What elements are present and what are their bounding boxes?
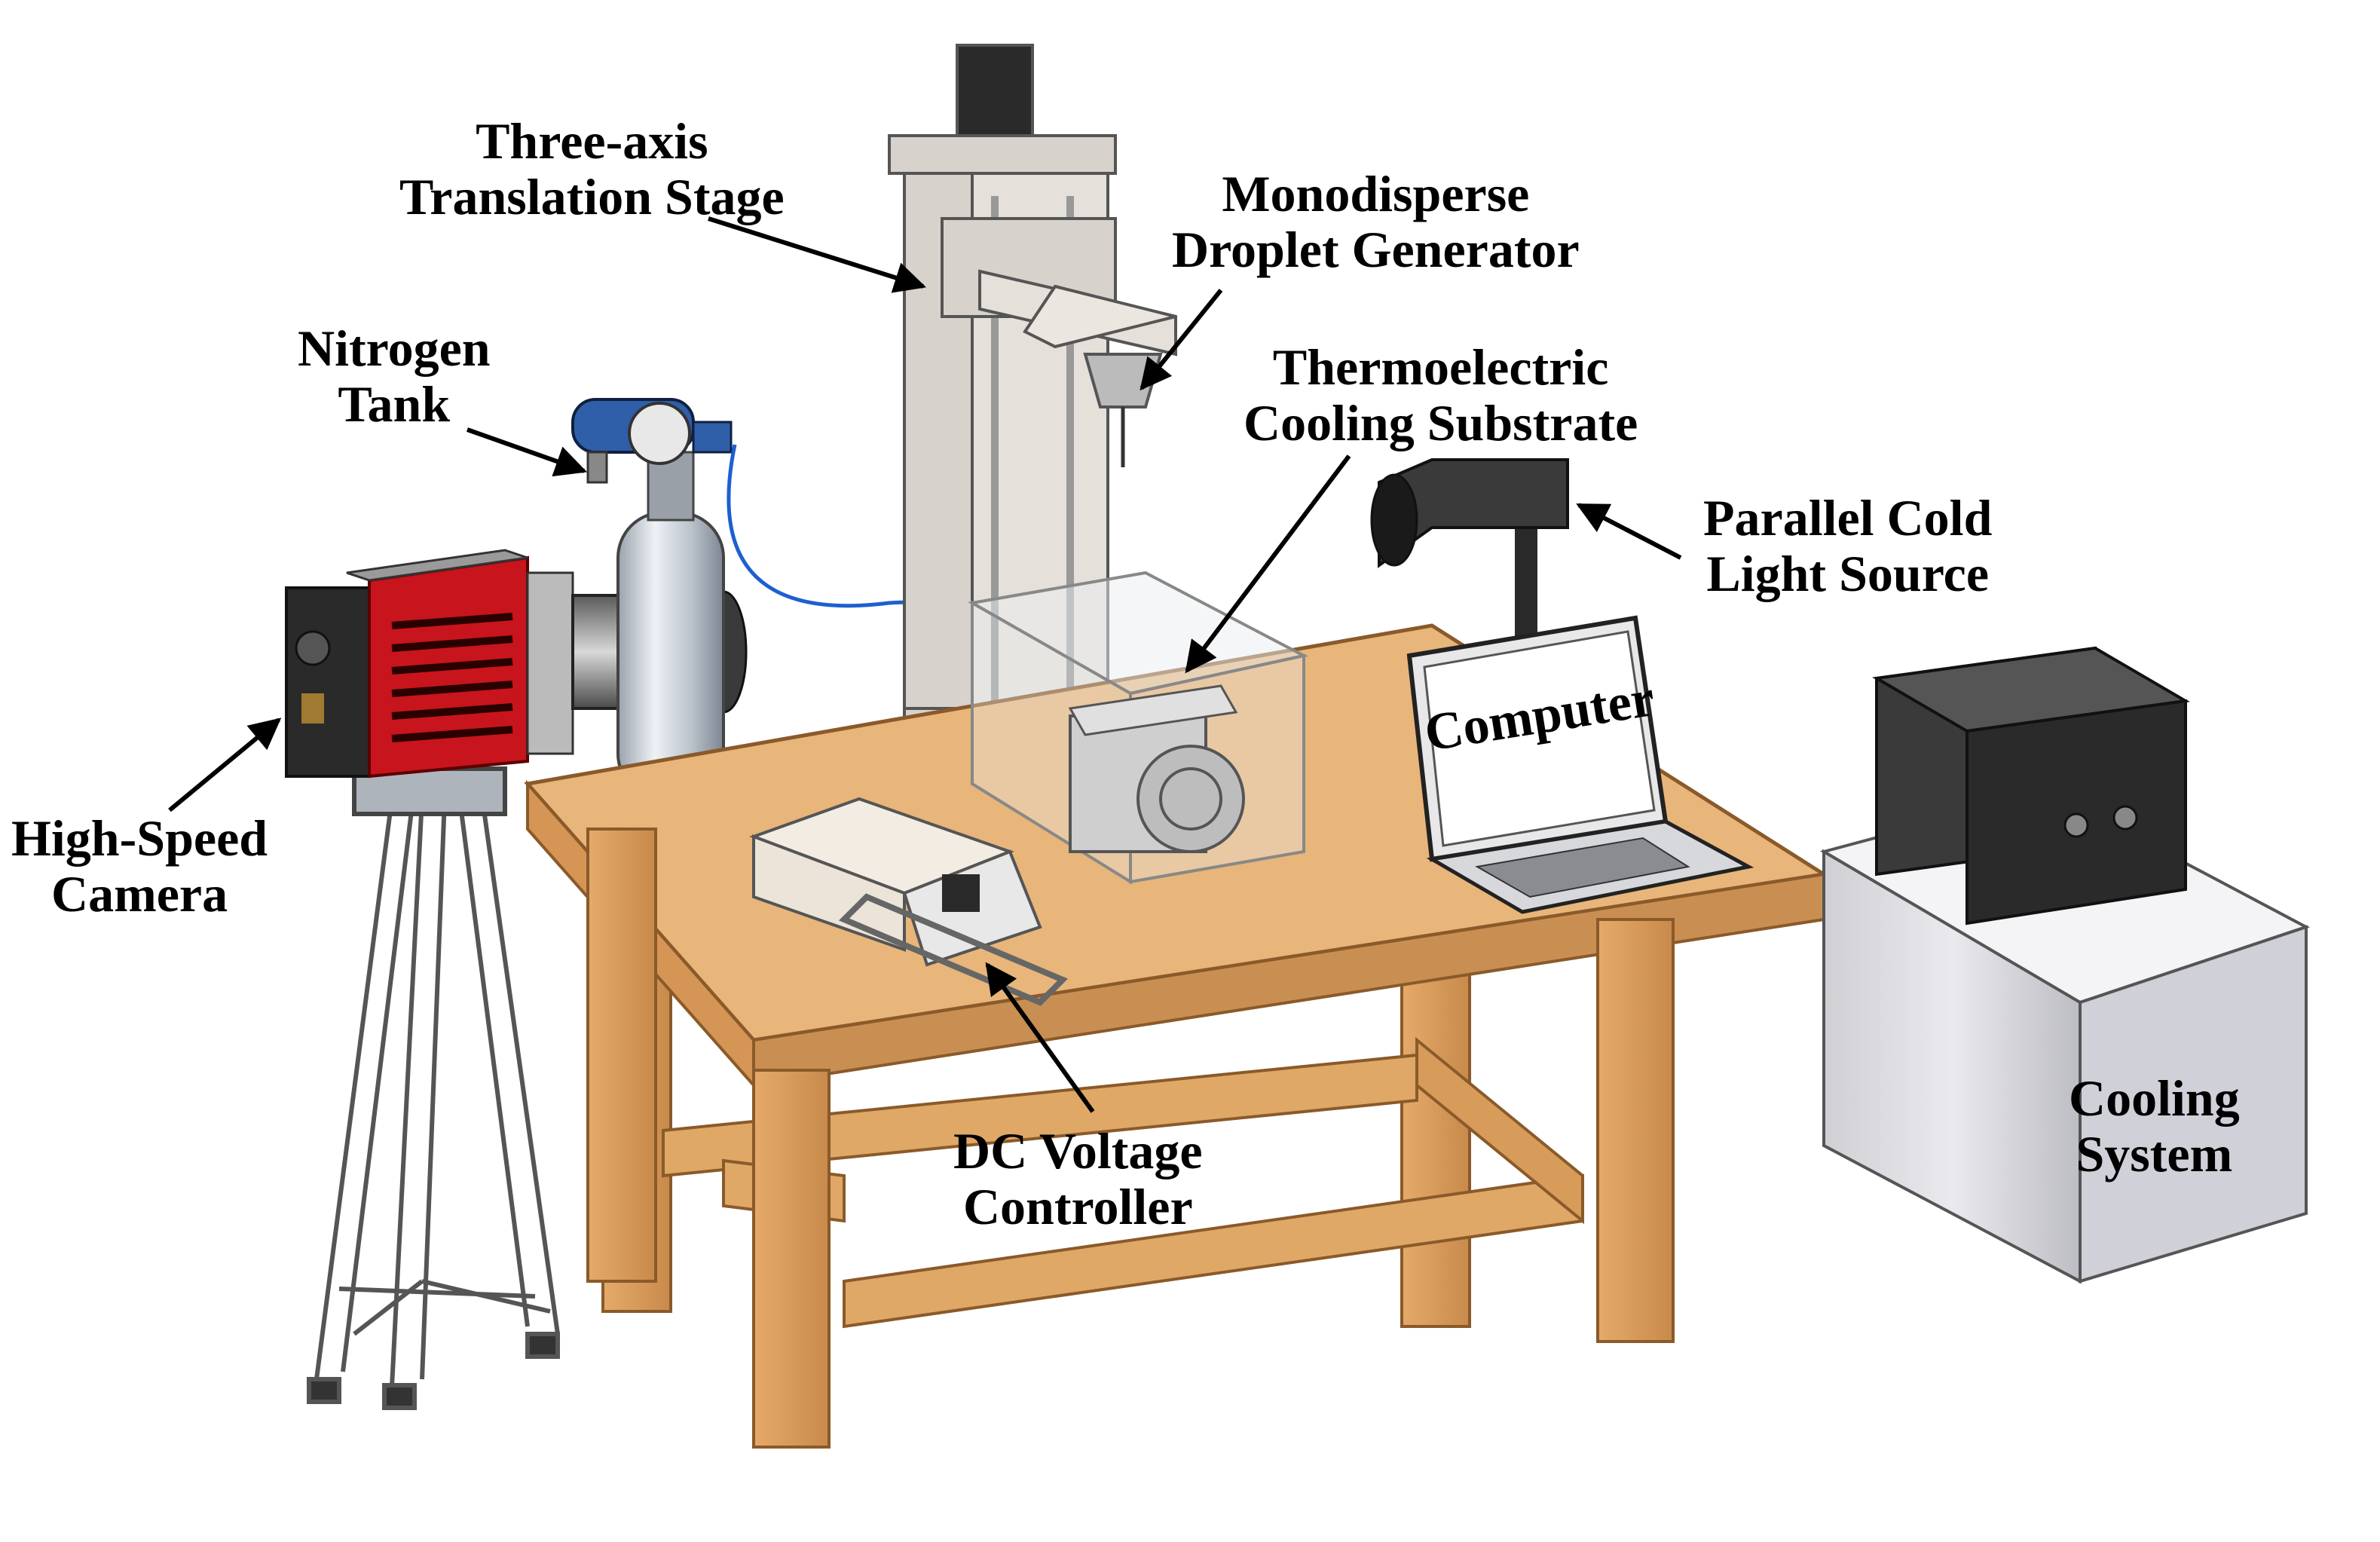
arrow-light-source xyxy=(1576,503,1682,560)
label-three-axis-translation-stage: Three-axis Translation Stage xyxy=(399,112,785,225)
label-nitrogen-tank: Nitrogen Tank xyxy=(298,320,491,433)
nitrogen-tank xyxy=(571,398,733,800)
wooden-table xyxy=(524,623,1829,1449)
arrow-dc-controller xyxy=(985,962,1095,1113)
arrow-droplet-generator xyxy=(1140,289,1223,391)
arrow-three-axis xyxy=(708,216,927,293)
arrow-nitrogen-tank xyxy=(466,427,587,477)
laptop xyxy=(1406,615,1754,914)
label-parallel-cold-light-source: Parallel Cold Light Source xyxy=(1703,489,1993,602)
annotation-arrows xyxy=(168,216,1682,1113)
label-monodisperse-droplet-generator: Monodisperse Droplet Generator xyxy=(1172,165,1580,278)
parallel-cold-light-source xyxy=(1370,458,1569,648)
label-dc-voltage-controller: DC Voltage Controller xyxy=(953,1122,1203,1235)
cooling-system-unit xyxy=(1819,646,2311,1284)
arrow-camera xyxy=(168,717,282,812)
dc-voltage-controller xyxy=(749,797,1069,1006)
thermoelectric-cooling-substrate xyxy=(968,571,1308,885)
label-thermoelectric-cooling-substrate: Thermoelectric Cooling Substrate xyxy=(1244,338,1638,451)
arrow-cooling-substrate xyxy=(1185,454,1351,674)
label-cooling-system: Cooling System xyxy=(2069,1069,2240,1183)
tripod xyxy=(307,766,560,1410)
label-high-speed-camera: High-Speed Camera xyxy=(11,809,268,922)
